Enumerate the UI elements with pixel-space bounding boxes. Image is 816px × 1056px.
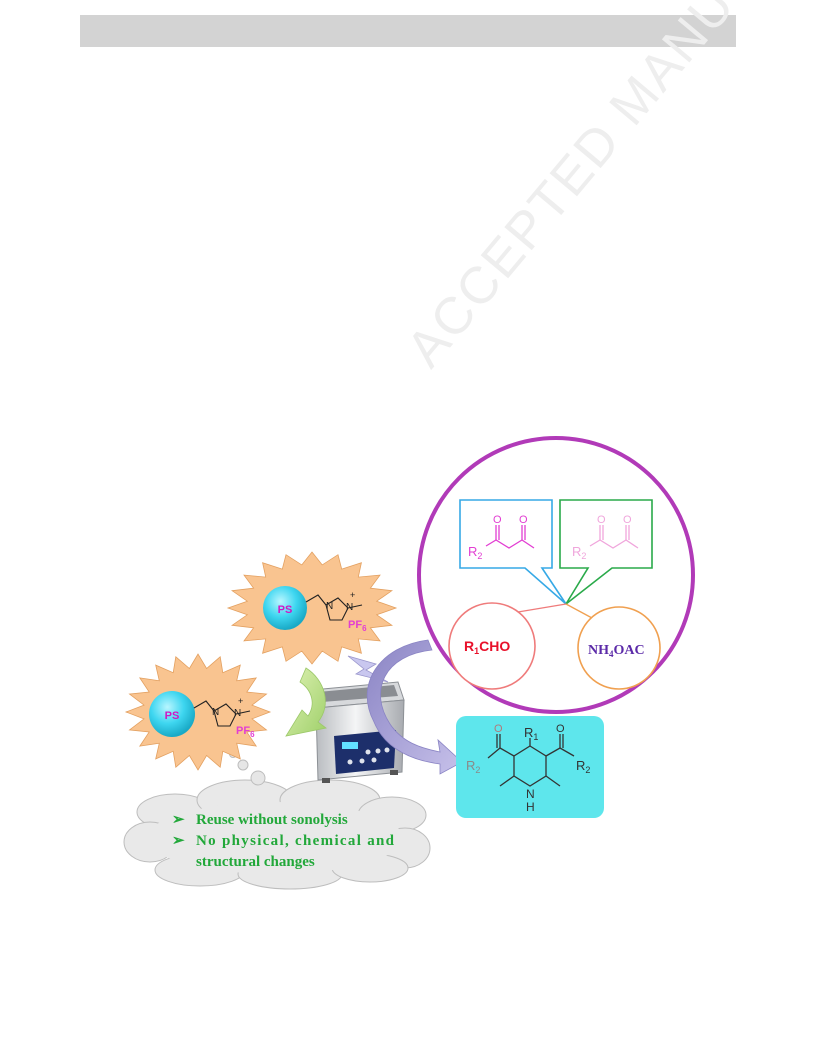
n-atom: N [212,707,219,718]
ps-sphere-left [149,691,195,737]
r2-label: R2 [468,544,482,561]
h-atom: H [526,800,535,814]
plus-charge: + [238,696,243,706]
n-atom: N [526,787,535,801]
oxygen-atom: O [556,723,565,735]
note-reuse: Reuse without sonolysis [196,812,348,828]
r1-label: R1 [524,725,538,742]
product-box: R1 O O R2 R2 N H [456,716,604,818]
ps-label-left: PS [165,710,180,722]
ps-sphere-top [263,586,307,630]
plus-charge: + [350,590,355,600]
thought-cloud: ➢ Reuse without sonolysis ➢ No physical,… [123,750,431,890]
pf6-label: PF6 [236,725,255,739]
r2-label-right: R2 [576,758,590,775]
oxygen-atom: O [519,514,528,526]
r2-label-left: R2 [466,758,480,775]
reactants-ring: R2 O O R2 O O R1CHO NH4OAC [417,436,695,714]
ps-label-top: PS [278,604,293,616]
r2-label: R2 [572,544,586,561]
pf6-label: PF6 [348,619,367,633]
note-structural: structural changes [196,854,315,870]
oxygen-atom: O [597,514,606,526]
oxygen-atom: O [493,514,502,526]
lightning-icon [347,655,389,683]
note-bullet-2: ➢ [172,833,185,849]
aldehyde-label: R1CHO [464,638,510,656]
note-no-changes: No physical, chemical and [196,833,395,849]
catalyst-burst-left: PS N N + PF6 [124,653,272,771]
n-atom: N [234,708,241,719]
recycle-arrow [285,667,327,737]
oxygen-atom: O [494,723,503,735]
dicarbonyl-bubble-blue [459,499,567,605]
n-atom: N [346,602,353,613]
ammonium-label: NH4OAC [588,643,645,659]
ammonium-bubble [577,606,661,690]
n-atom: N [326,601,333,612]
catalyst-burst-top: PS N N + PF6 [226,551,398,665]
reaction-arrow [366,639,463,775]
aldehyde-bubble [448,602,536,690]
note-bullet-1: ➢ [172,812,185,828]
oxygen-atom: O [623,514,632,526]
header-bar [80,15,736,47]
